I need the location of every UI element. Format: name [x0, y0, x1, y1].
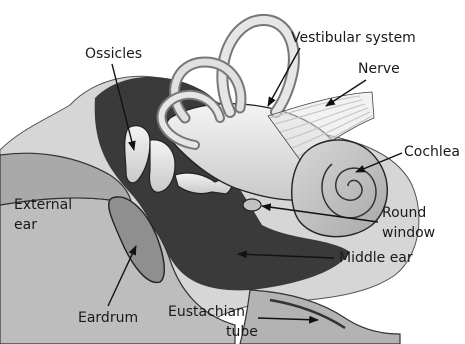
label-cochlea: Cochlea [404, 144, 460, 160]
cochlea-body [292, 140, 388, 237]
round-window-membrane [243, 199, 261, 211]
label-external-ear-line2: ear [14, 217, 37, 233]
label-middle-ear: Middle ear [339, 250, 413, 266]
label-eardrum: Eardrum [78, 310, 138, 326]
label-ossicles: Ossicles [85, 46, 142, 62]
label-nerve: Nerve [358, 61, 400, 77]
label-external-ear-line1: External [14, 197, 72, 213]
label-eustachian-tube-line1: Eustachian [168, 304, 245, 320]
label-eustachian-tube-line2: tube [226, 324, 258, 340]
label-round-window-line1: Round [382, 205, 426, 221]
label-round-window-line2: window [382, 225, 435, 241]
label-vestibular-system: Vestibular system [291, 30, 416, 46]
